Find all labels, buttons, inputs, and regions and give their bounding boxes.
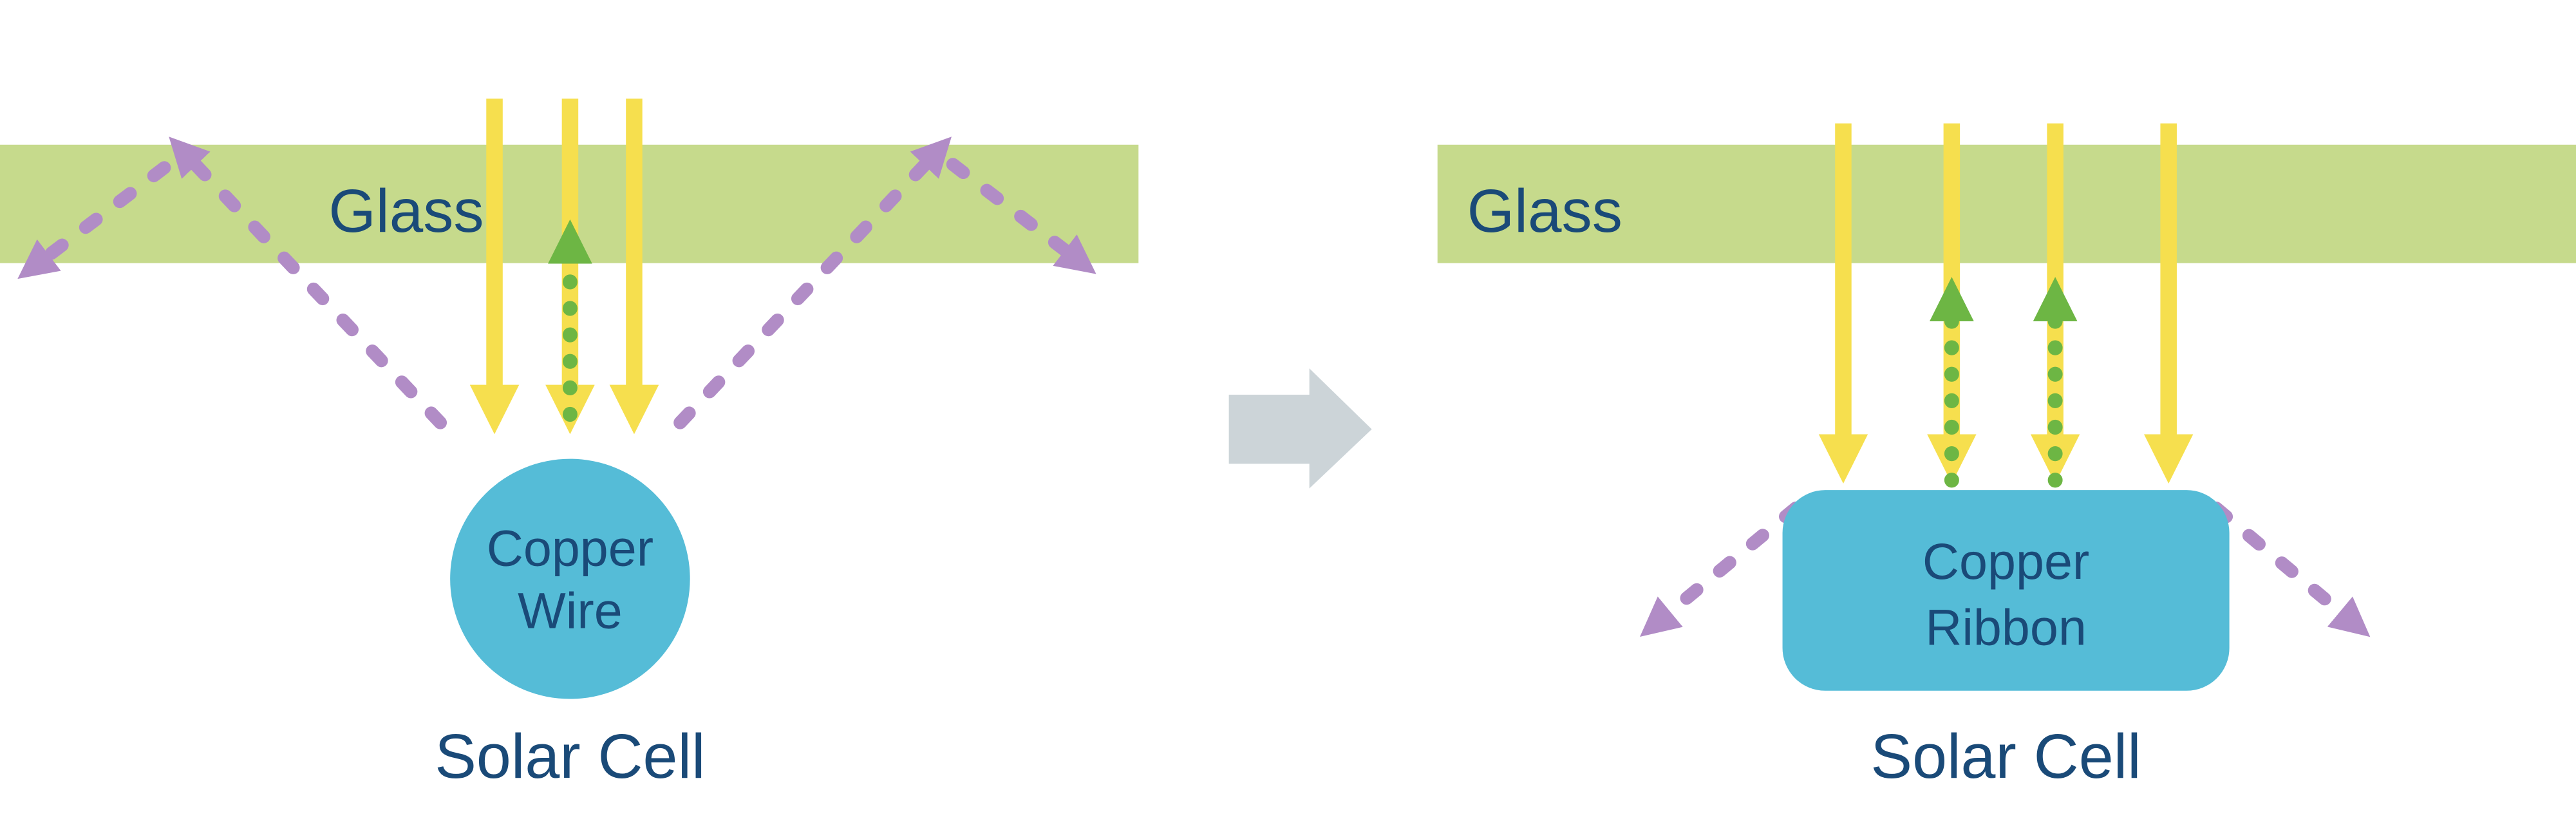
glass-label: Glass xyxy=(1467,177,1622,245)
left-diagram: Glass Copper Wire Solar Cell xyxy=(0,99,1139,791)
copper-ribbon-label-line2: Ribbon xyxy=(1925,598,2087,655)
reflected-light-arrow xyxy=(946,158,1096,274)
solar-cell-label: Solar Cell xyxy=(435,721,705,791)
reflected-light-arrow xyxy=(17,161,171,279)
solar-cell-label: Solar Cell xyxy=(1870,721,2141,791)
reflected-light-arrow xyxy=(169,136,447,429)
copper-ribbon xyxy=(1782,490,2230,691)
reflected-light-arrow xyxy=(673,136,952,429)
copper-wire-label-line1: Copper xyxy=(487,520,653,577)
glass-label: Glass xyxy=(328,177,484,245)
copper-wire xyxy=(450,458,690,699)
glass-layer xyxy=(1437,144,2576,263)
transition-arrow-icon xyxy=(1228,368,1372,489)
reflected-light-arrow xyxy=(2209,502,2371,637)
right-diagram: Glass Copper Ribbon Solar Cell xyxy=(1437,123,2576,791)
copper-ribbon-label-line1: Copper xyxy=(1923,532,2089,590)
copper-wire-label-line2: Wire xyxy=(518,582,623,639)
reflected-light-arrow xyxy=(1640,502,1803,637)
